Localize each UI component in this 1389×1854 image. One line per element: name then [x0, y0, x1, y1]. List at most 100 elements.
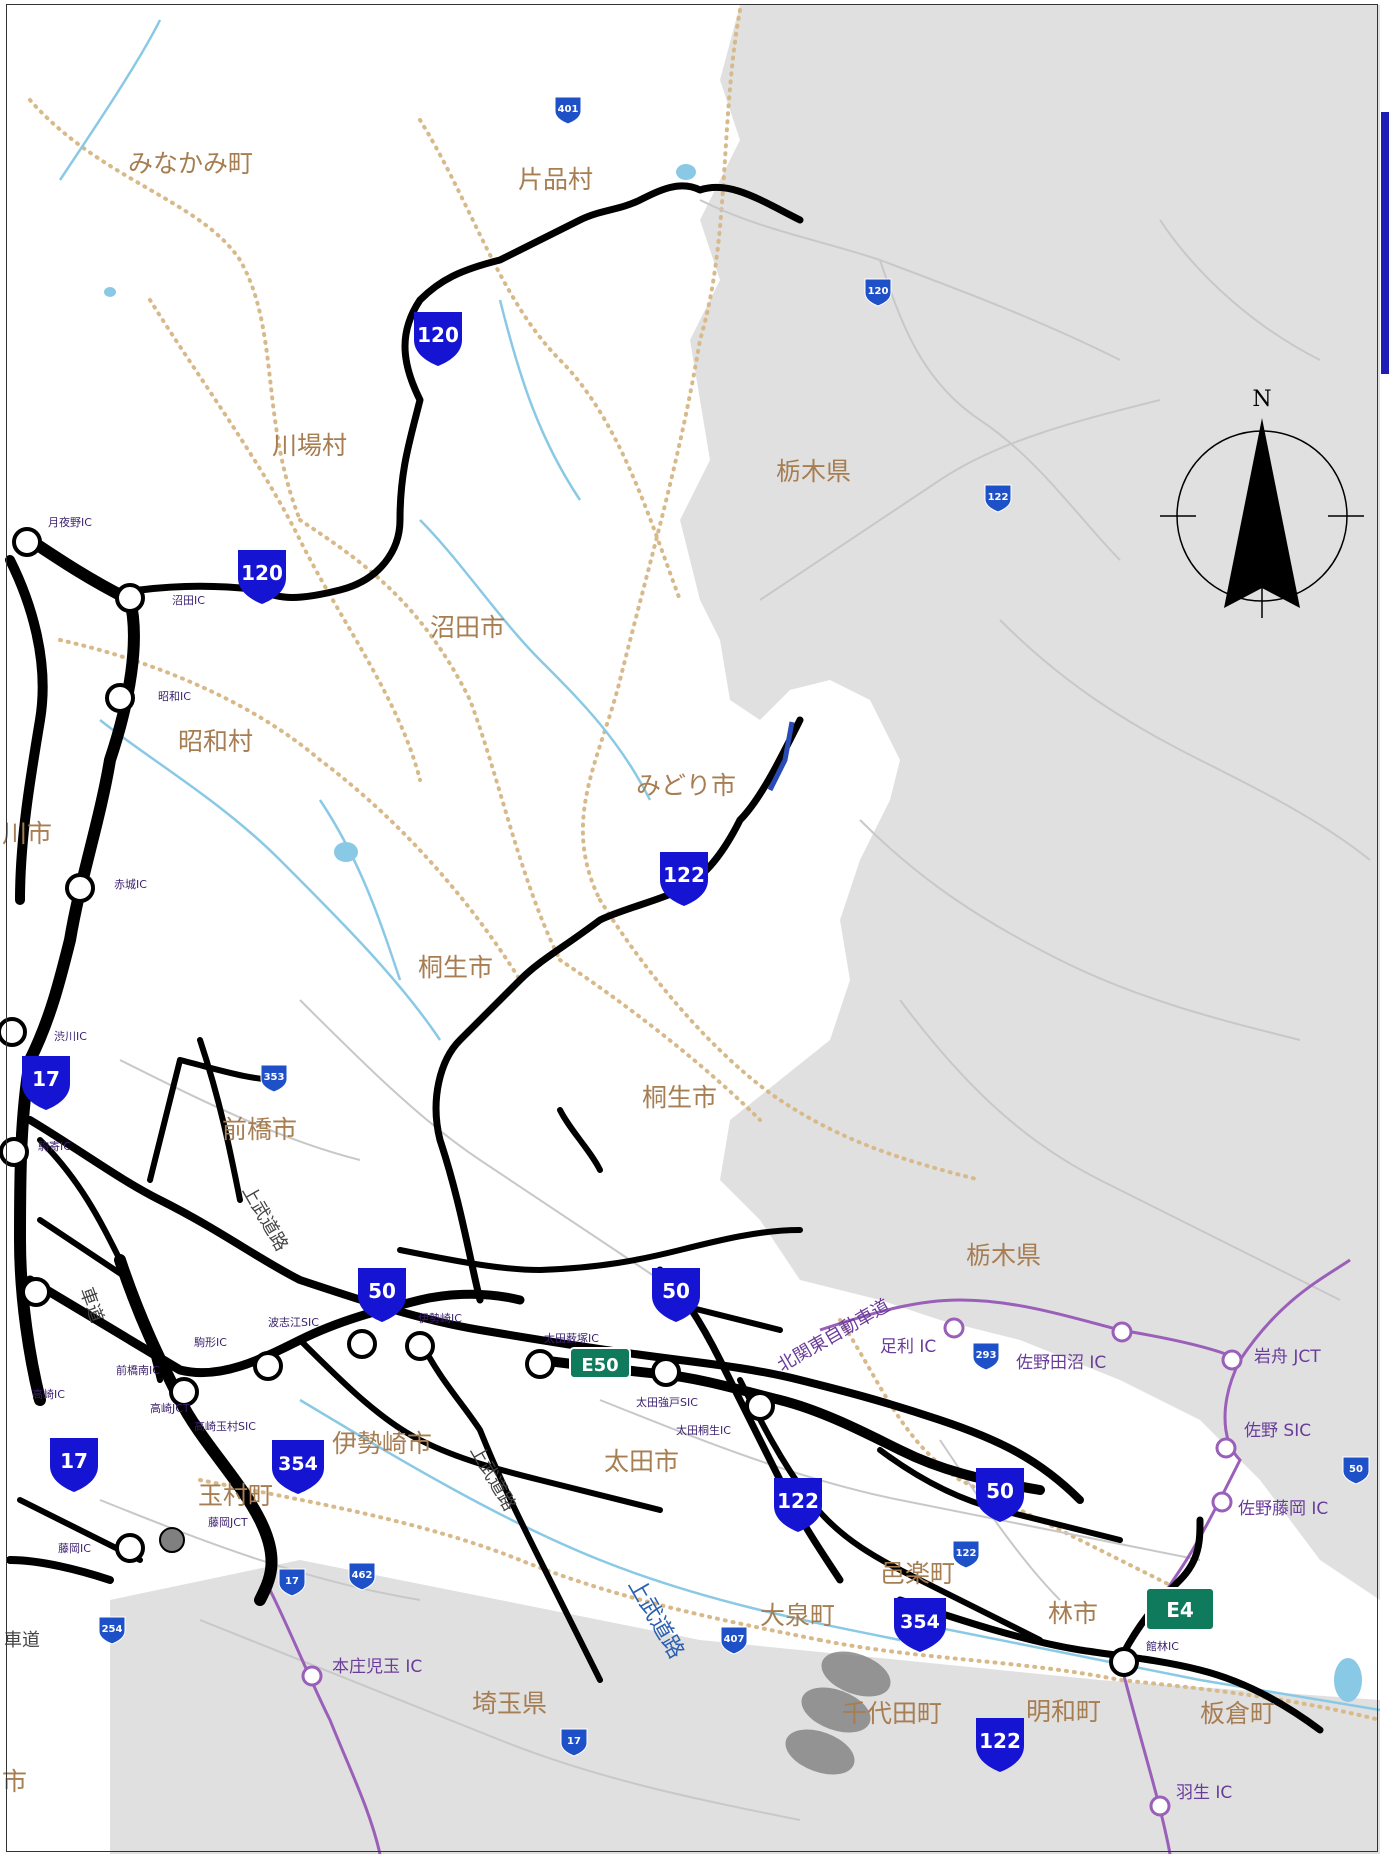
route-shield-120-a: 120 [414, 312, 462, 366]
expressway-code-e4: E4 [1145, 1587, 1215, 1631]
place-saitama: 埼玉県 [472, 1689, 547, 1718]
ic-circles-purple [301, 1317, 1243, 1817]
route-shield-50-a: 50 [358, 1268, 406, 1322]
svg-text:50: 50 [1349, 1464, 1363, 1475]
svg-text:462: 462 [352, 1570, 373, 1581]
place-minakami: みなかみ町 [128, 149, 253, 178]
small-shield-50: 50 [1342, 1456, 1370, 1485]
place-oizumi: 大泉町 [760, 1601, 835, 1630]
ic-tatebayashi: 館林IC [1146, 1639, 1179, 1653]
svg-text:122: 122 [988, 492, 1009, 503]
ic-takasaki: 高崎IC [32, 1387, 65, 1401]
route-shield-122-a: 122 [660, 852, 708, 906]
small-shield-293: 293 [972, 1342, 1000, 1371]
route-shield-50-b: 50 [652, 1268, 700, 1322]
svg-text:120: 120 [868, 286, 889, 297]
place-katashina: 片品村 [518, 165, 593, 194]
lowland-saitama [110, 1560, 1380, 1854]
small-shield-122b: 122 [952, 1540, 980, 1569]
compass-north-label: N [1252, 387, 1271, 412]
place-tamamura: 玉村町 [198, 1481, 273, 1510]
boundaries [28, 8, 1382, 1722]
ic-takasaki-tamamura: 高崎玉村SIC [194, 1419, 256, 1433]
ic-ota-kyoto: 太田強戸SIC [636, 1396, 698, 1409]
route-shields: 120 120 122 17 50 50 17 354 [22, 312, 1024, 1772]
ic-iwafune: 岩舟 JCT [1254, 1347, 1321, 1367]
ic-komagata: 駒形IC [194, 1336, 227, 1349]
small-shield-122: 122 [984, 484, 1012, 513]
svg-text:353: 353 [264, 1072, 285, 1083]
ic-komayose: 駒寄IC [38, 1139, 71, 1153]
place-kiryu-2: 桐生市 [642, 1083, 717, 1112]
route-shield-354-a: 354 [272, 1440, 324, 1494]
expressway-codes: E50 E4 [569, 1347, 1215, 1631]
svg-text:407: 407 [724, 1634, 745, 1645]
small-shield-462: 462 [348, 1562, 376, 1591]
route-shield-122-c: 122 [976, 1718, 1024, 1772]
route-shield-120-b: 120 [238, 550, 286, 604]
ic-fujioka-jct: 藤岡JCT [208, 1516, 248, 1529]
svg-text:120: 120 [417, 323, 459, 347]
svg-text:122: 122 [956, 1548, 977, 1559]
ic-shibukawa: 渋川IC [54, 1030, 87, 1043]
ic-fujioka: 藤岡IC [58, 1542, 91, 1555]
ic-showa: 昭和IC [158, 690, 191, 703]
svg-text:E4: E4 [1166, 1598, 1194, 1622]
ic-maebashi: 前橋南IC [116, 1363, 160, 1377]
small-shield-353: 353 [260, 1064, 288, 1093]
ic-ota-kiryu: 太田桐生IC [676, 1423, 731, 1437]
place-chiyoda: 千代田町 [842, 1699, 942, 1728]
svg-text:50: 50 [662, 1279, 690, 1303]
expressway-code-e50: E50 [569, 1347, 631, 1379]
place-kiryu-1: 桐生市 [418, 953, 493, 982]
place-ichi: 川市 [2, 819, 52, 848]
small-shield-407: 407 [720, 1626, 748, 1655]
small-shield-401: 401 [554, 96, 582, 125]
ic-numata: 沼田IC [172, 593, 205, 607]
svg-text:17: 17 [567, 1736, 581, 1747]
place-midori: みどり市 [636, 771, 736, 800]
minor-roads [99, 199, 1371, 1821]
small-shield-17b: 17 [560, 1728, 588, 1757]
north-compass: N [1160, 387, 1364, 618]
side-accent-bar [1381, 112, 1389, 374]
ic-tsukiyono: 月夜野IC [48, 515, 92, 529]
rivers [58, 19, 1381, 1712]
route-shield-122-b: 122 [774, 1478, 822, 1532]
svg-text:120: 120 [241, 561, 283, 585]
ic-isesaki: 伊勢崎IC [418, 1311, 462, 1325]
place-kawaba: 川場村 [272, 431, 347, 460]
place-numata: 沼田市 [430, 613, 505, 642]
route-shield-17-a: 17 [22, 1056, 70, 1110]
ic-hashie: 波志江SIC [268, 1316, 319, 1329]
svg-text:354: 354 [278, 1453, 318, 1475]
svg-text:122: 122 [979, 1729, 1021, 1753]
svg-text:17: 17 [285, 1576, 299, 1587]
ic-labels: 月夜野IC 沼田IC 昭和IC 赤城IC 渋川IC 駒寄IC 駒形IC 前橋南I… [32, 515, 1328, 1803]
ic-circles [0, 527, 1139, 1677]
gray-blobs [785, 1651, 891, 1775]
road-kanetsu-2: 車道 [4, 1630, 40, 1651]
place-ota: 太田市 [604, 1447, 679, 1476]
blue-road-segment [767, 721, 795, 792]
place-maebashi: 前橋市 [222, 1115, 297, 1144]
ic-hanyu: 羽生 IC [1176, 1783, 1232, 1803]
place-shi: 市 [2, 1767, 27, 1796]
svg-text:122: 122 [777, 1489, 819, 1513]
route-shield-50-c: 50 [976, 1468, 1024, 1522]
place-isesaki: 伊勢崎市 [332, 1429, 432, 1458]
lakes [104, 164, 1362, 1702]
svg-text:17: 17 [32, 1067, 60, 1091]
ic-ota-yabuzuka: 太田薮塚IC [544, 1332, 599, 1345]
small-shield-17a: 17 [278, 1568, 306, 1597]
place-showa: 昭和村 [178, 727, 253, 756]
svg-text:50: 50 [368, 1279, 396, 1303]
svg-text:17: 17 [60, 1449, 88, 1473]
place-itakura: 板倉町 [1200, 1699, 1275, 1728]
svg-text:293: 293 [976, 1350, 997, 1361]
svg-text:50: 50 [986, 1479, 1014, 1503]
ic-akagi: 赤城IC [114, 878, 147, 891]
route-shield-17-b: 17 [50, 1438, 98, 1492]
svg-text:E50: E50 [581, 1355, 618, 1376]
